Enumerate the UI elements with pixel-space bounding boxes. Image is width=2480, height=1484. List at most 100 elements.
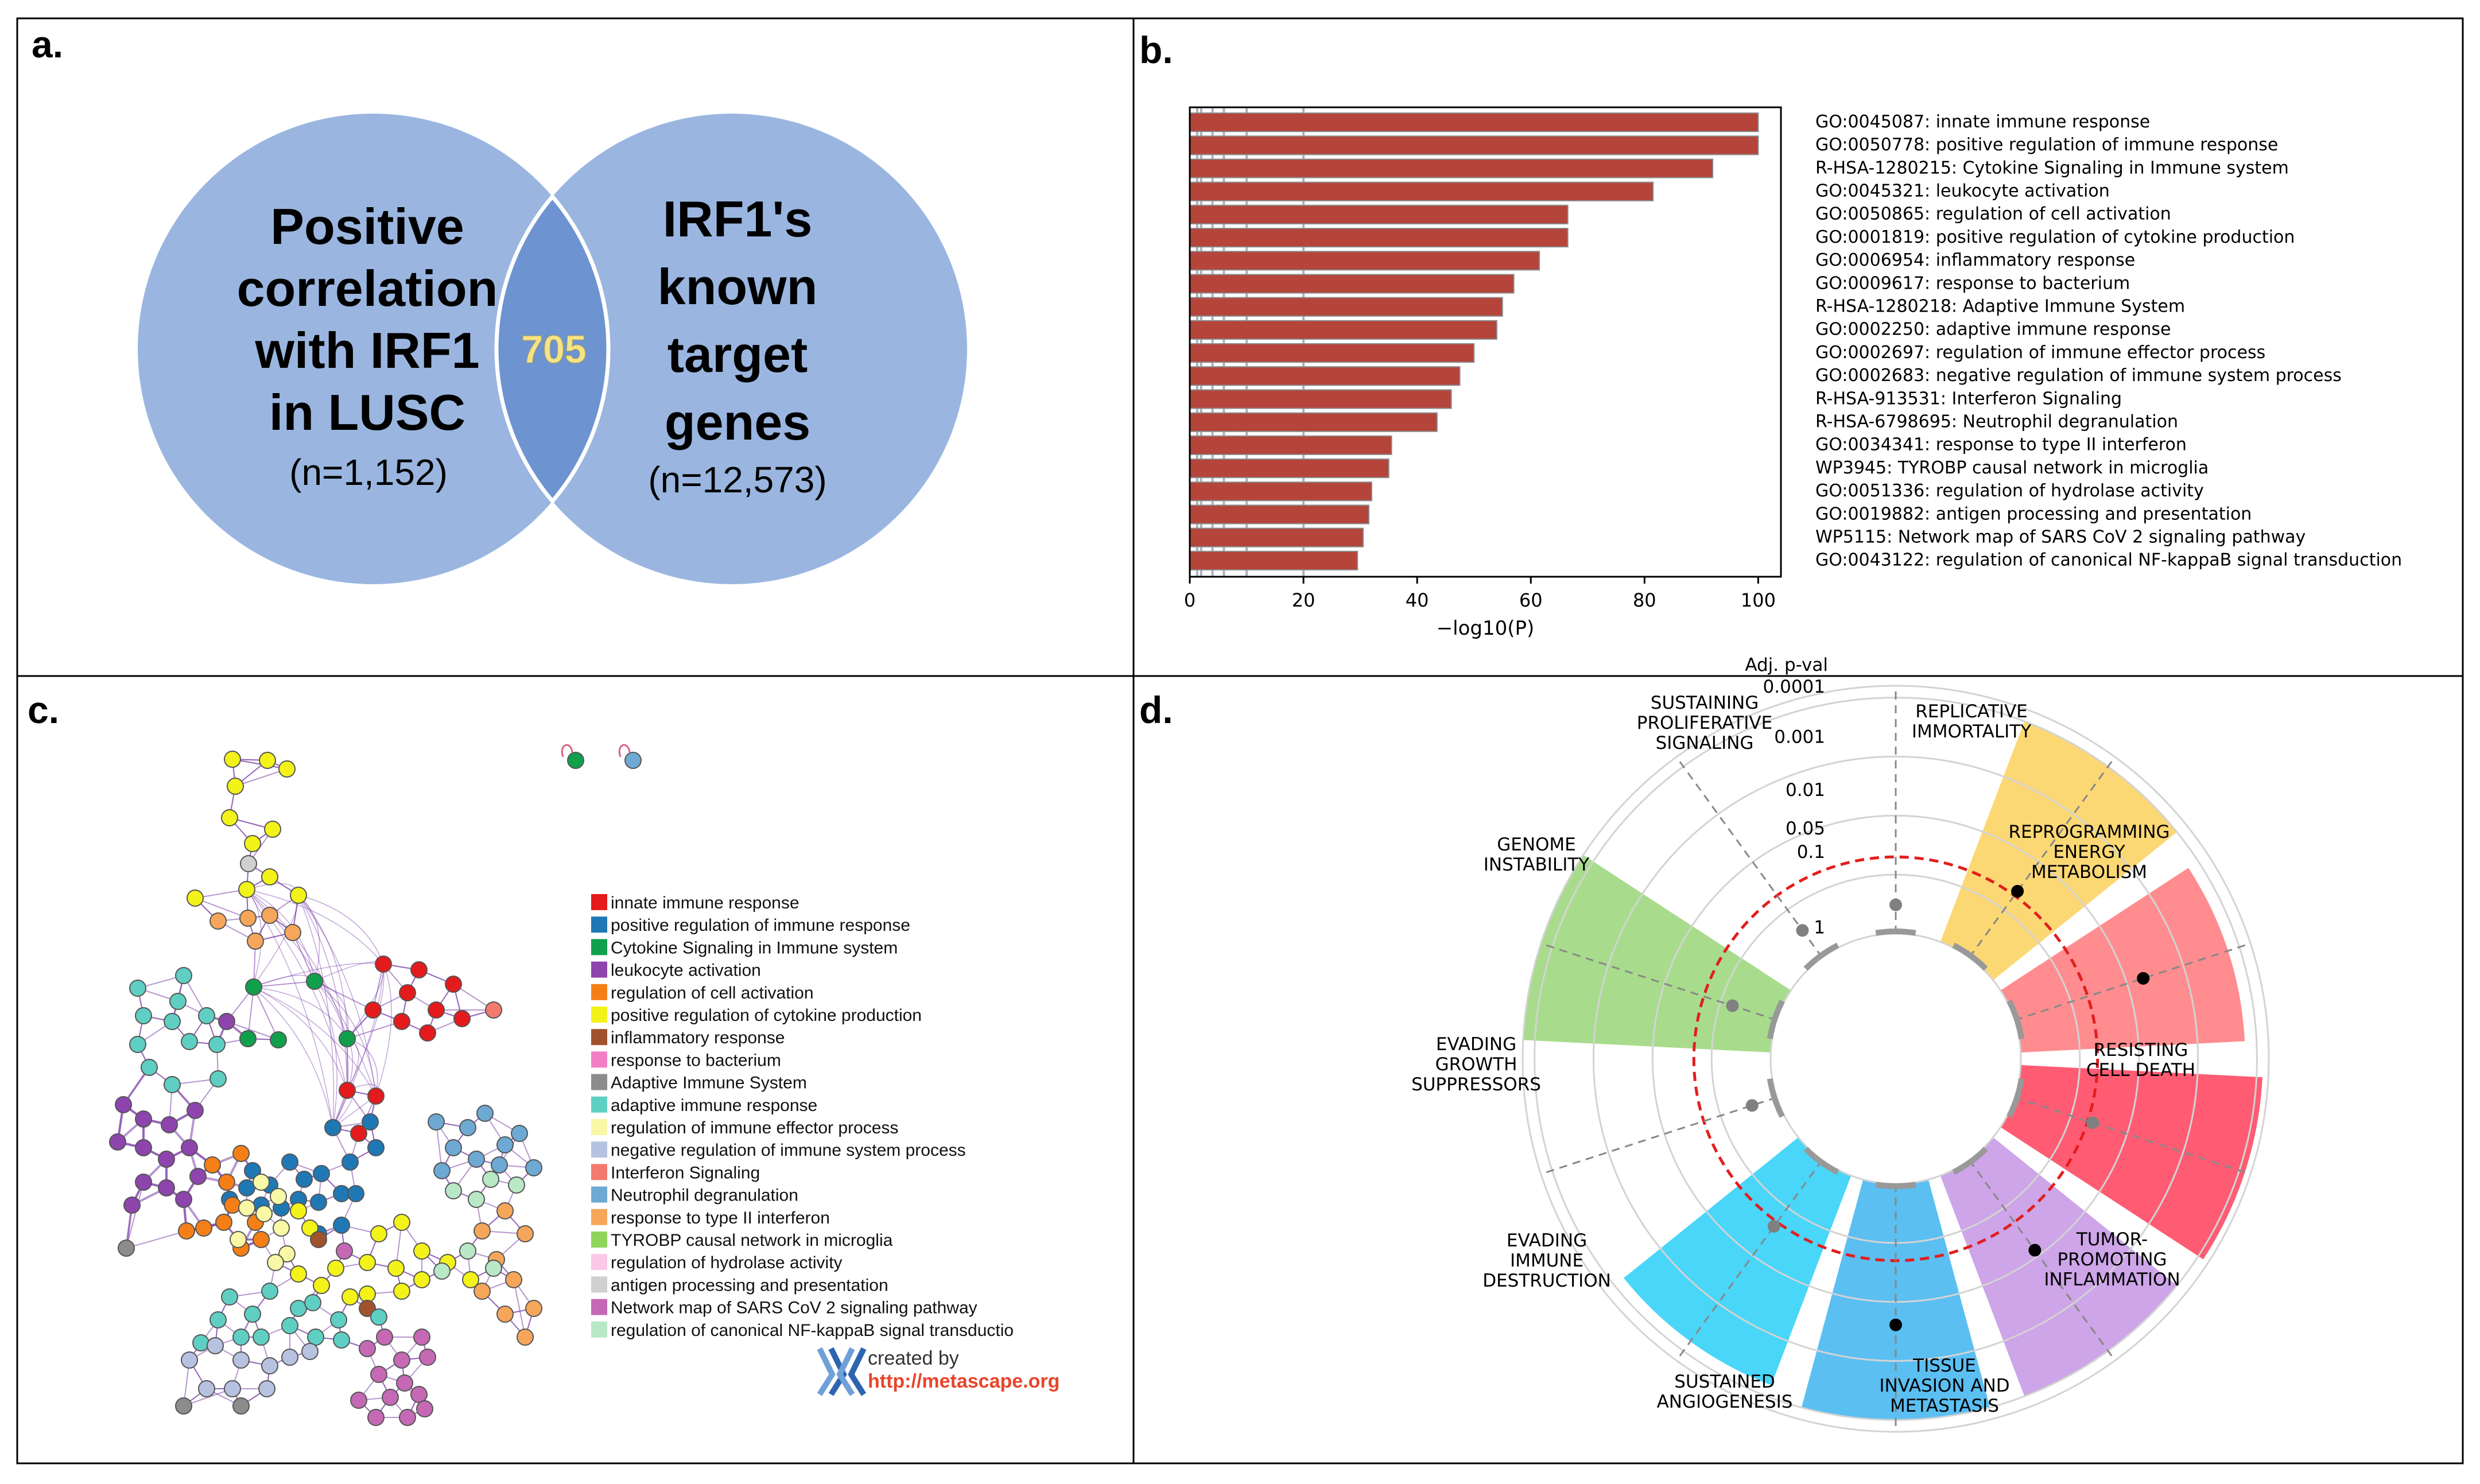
network-node	[382, 1389, 399, 1406]
metascape-credit-url: http://metascape.org	[868, 1370, 1059, 1392]
network-node	[468, 1151, 485, 1168]
polar-hallmark-label: SUSTAINING	[1651, 693, 1759, 713]
polar-hallmark-label: SUSTAINED	[1674, 1372, 1775, 1392]
bar-x-tick-label: 100	[1741, 589, 1776, 611]
network-self-loop	[561, 744, 573, 757]
network-node	[195, 1219, 212, 1237]
bar	[1189, 112, 1759, 133]
network-node	[109, 1133, 126, 1151]
network-edge	[252, 986, 333, 1128]
network-node	[468, 1191, 485, 1208]
polar-bin-mark	[1875, 1182, 1916, 1190]
network-node	[387, 1260, 405, 1277]
polar-hallmark-label: INSTABILITY	[1484, 854, 1590, 875]
network-node	[115, 1096, 132, 1113]
network-edge	[253, 981, 315, 988]
network-node	[393, 1283, 410, 1300]
network-node	[399, 984, 416, 1001]
legend-swatch	[591, 916, 607, 933]
network-node	[290, 887, 307, 904]
network-node	[207, 1337, 224, 1354]
network-node	[164, 1076, 181, 1093]
polar-bin-mark	[1952, 942, 1988, 971]
network-node	[198, 1007, 215, 1024]
network-node	[178, 1222, 195, 1240]
network-edge	[183, 1388, 233, 1407]
network-node	[485, 1260, 502, 1277]
network-self-loop	[618, 744, 631, 757]
network-edge	[226, 1021, 279, 1040]
network-node	[129, 980, 146, 997]
venn-right-count: (n=12,573)	[648, 459, 826, 500]
network-node	[474, 1283, 491, 1300]
network-edge	[126, 1230, 187, 1249]
bar	[1189, 481, 1372, 502]
network-edge	[314, 961, 384, 982]
network-node	[258, 1380, 275, 1397]
polar-spoke	[1675, 756, 1823, 958]
polar-hallmark-label: IMMORTALITY	[1912, 721, 2031, 742]
network-node	[141, 1059, 158, 1076]
network-node	[350, 1125, 367, 1142]
legend-swatch	[591, 1141, 607, 1158]
polar-hallmark-label: TUMOR-	[2076, 1229, 2148, 1250]
network-node	[221, 809, 238, 826]
polar-bin-mark	[1952, 1147, 1988, 1175]
network-node	[281, 1349, 298, 1366]
network-node	[244, 835, 261, 852]
polar-bin-mark	[2006, 1078, 2025, 1118]
network-node	[341, 1153, 359, 1171]
legend-swatch	[591, 1321, 607, 1338]
network-nodes	[109, 751, 642, 1426]
polar-pvalue-tick: 0.05	[1786, 818, 1825, 839]
polar-spoke	[1675, 1159, 1823, 1361]
legend-item-label: adaptive immune response	[611, 1096, 817, 1115]
polar-dot	[2137, 972, 2150, 985]
legend-item-label: response to type II interferon	[611, 1209, 830, 1227]
polar-dot	[1767, 1219, 1780, 1233]
network-edge	[247, 986, 254, 1039]
network-node	[169, 993, 187, 1010]
network-node	[362, 1113, 379, 1131]
legend-item-label: regulation of cell activation	[611, 984, 814, 1003]
legend-swatch	[591, 1164, 607, 1180]
bar-x-tick-label: 60	[1519, 589, 1543, 611]
bar-category-label: WP3945: TYROBP causal network in microgl…	[1815, 458, 2209, 478]
polar-hallmark-label: ENERGY	[2053, 842, 2125, 863]
legend-item-label: negative regulation of immune system pro…	[611, 1141, 966, 1160]
network-node	[270, 1031, 287, 1048]
bar-x-tick-label: 0	[1184, 589, 1196, 611]
network-node	[238, 881, 255, 898]
network-node	[230, 1231, 247, 1248]
polar-pvalue-tick: 0.01	[1786, 780, 1825, 801]
legend-item-label: Cytokine Signaling in Immune system	[611, 938, 898, 957]
network-node	[416, 1400, 433, 1417]
bar-category-label: R-HSA-6798695: Neutrophil degranulation	[1815, 412, 2178, 432]
network-node	[270, 1188, 287, 1205]
polar-ring	[1592, 755, 2199, 1362]
legend-item-label: TYROBP causal network in microglia	[611, 1231, 893, 1250]
network-node	[367, 1087, 385, 1105]
venn-left-line-2: correlation	[237, 260, 498, 317]
network-node	[375, 955, 392, 973]
network-edge	[314, 981, 349, 1039]
legend-swatch	[591, 1007, 607, 1023]
venn-diagram: Positive correlation with IRF1 in LUSC I…	[138, 114, 967, 584]
network-node	[224, 751, 241, 768]
bar-category-label: GO:0009617: response to bacterium	[1815, 273, 2130, 293]
network-node	[290, 1265, 307, 1283]
network-node	[496, 1306, 514, 1323]
network-node	[511, 1125, 528, 1142]
venn-left-line-4: in LUSC	[269, 384, 465, 441]
network-node	[253, 1328, 270, 1346]
venn-left-line-3: with IRF1	[254, 322, 479, 379]
network-node	[367, 1139, 385, 1156]
network-node	[567, 752, 584, 769]
polar-bar	[1624, 1137, 1852, 1385]
network-node	[281, 1317, 298, 1334]
bar-category-label: R-HSA-913531: Interferon Signaling	[1815, 389, 2122, 409]
network-node	[445, 1139, 462, 1156]
polar-hallmark-label: PROLIFERATIVE	[1637, 713, 1772, 733]
network-node	[350, 1392, 367, 1409]
